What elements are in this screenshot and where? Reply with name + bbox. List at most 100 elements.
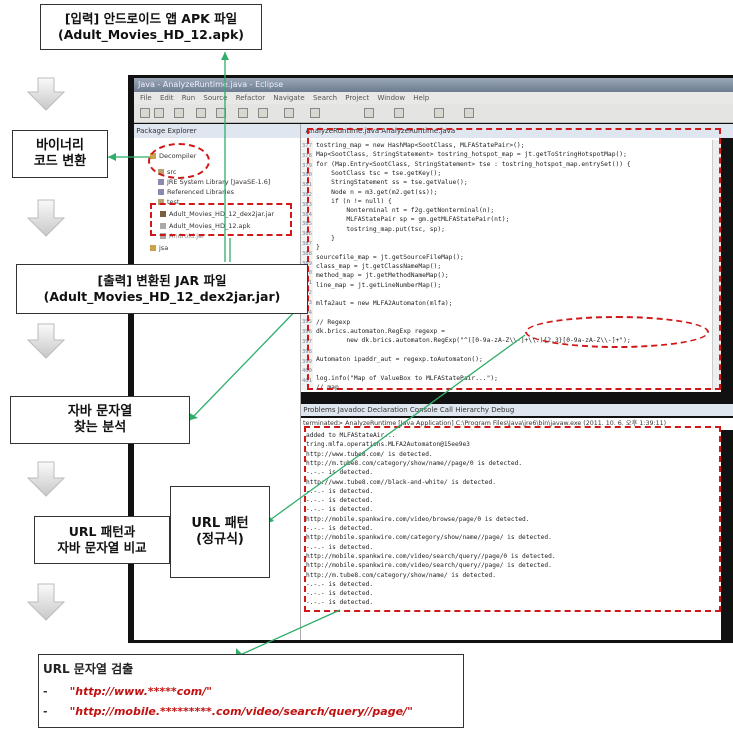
input-box-line2: (Adult_Movies_HD_12.apk) xyxy=(57,27,244,42)
library-icon xyxy=(158,179,164,185)
input-apk-box: [입력] 안드로이드 앱 APK 파일 (Adult_Movies_HD_12.… xyxy=(40,4,262,50)
tree-test: test xyxy=(158,198,179,206)
code-line: Map<SootClass, StringStatement> tostring… xyxy=(316,151,627,159)
tree-dex2jar-jar: Adult_Movies_HD_12_dex2jar.jar xyxy=(160,210,274,218)
jar-apk-highlight xyxy=(150,203,292,236)
menu-refactor: Refactor xyxy=(235,94,266,102)
folder-icon xyxy=(158,199,164,205)
analysis-box-line2: 찾는 분석 xyxy=(73,420,127,435)
project-icon xyxy=(150,245,156,251)
code-line: mlfa2aut = new MLFA2Automaton(mlfa); xyxy=(316,300,453,308)
run-icon xyxy=(238,108,248,118)
url-pattern-box: URL 패턴 (정규식) xyxy=(170,486,270,578)
string-analysis-box: 자바 문자열 찾는 분석 xyxy=(10,396,190,444)
menu-edit: Edit xyxy=(159,94,174,102)
compare-box-line1: URL 패턴과 xyxy=(68,524,136,540)
line-number: 386 xyxy=(302,231,312,238)
tools-icon xyxy=(258,108,268,118)
pattern-box-line2: (정규식) xyxy=(196,532,244,547)
connector-detect xyxy=(239,609,341,656)
search-icon xyxy=(284,108,294,118)
line-number: 396 xyxy=(302,329,312,336)
code-line: class_map = jt.getClassNameMap(); xyxy=(316,262,442,270)
url-detection-box: URL 문자열 검출 -"http://www.*****com/" -"htt… xyxy=(38,654,464,728)
console-line: tring.mlfa.operations.MLFA2Automaton@15e… xyxy=(306,441,470,449)
line-number: 397 xyxy=(302,339,312,345)
down-arrow-3 xyxy=(26,323,66,359)
ide-title-bar: Java - AnalyzeRuntime.java - Eclipse xyxy=(134,78,733,92)
console-line: -.-.- is detected. xyxy=(306,580,374,588)
console-line: http://mobile.spankwire.com/video/search… xyxy=(306,562,552,570)
code-line: } xyxy=(316,235,335,242)
save-icon xyxy=(154,108,164,118)
package-explorer-tab: Package Explorer xyxy=(134,124,300,138)
editor-scrollbar xyxy=(712,140,721,390)
line-number: 385 xyxy=(302,221,312,228)
binary-box-line1: 바이너리 xyxy=(36,137,84,153)
decompiler-highlight xyxy=(148,143,210,179)
menu-navigate: Navigate xyxy=(273,94,305,102)
detected-url-2: -"http://mobile.*********.com/video/sear… xyxy=(43,705,413,718)
build-icon xyxy=(196,108,206,118)
code-line: Nonterminal nt = f2g.getNonterminal(n); xyxy=(316,207,495,215)
line-number: 387 xyxy=(302,241,312,247)
print-icon xyxy=(174,108,184,118)
code-line: new dk.brics.automaton.RegExp("^([0-9a-z… xyxy=(316,337,631,345)
console-line: -.-.- is detected. xyxy=(306,506,374,514)
editor-tabs: AnalyzeRuntime.java AnalyzeRuntime.java xyxy=(301,124,733,138)
menu-run: Run xyxy=(181,94,196,102)
down-arrow-2 xyxy=(26,199,66,237)
open-type-icon xyxy=(310,108,320,118)
console-line: -.-.- is detected. xyxy=(306,525,374,532)
line-number: 378 xyxy=(302,152,312,159)
line-number: 388 xyxy=(302,250,312,257)
console-line: -.-.- is detected. xyxy=(306,469,374,477)
menu-project: Project xyxy=(345,94,370,102)
code-highlight xyxy=(307,128,721,390)
forward-icon xyxy=(464,108,474,118)
binary-box-line2: 코드 변환 xyxy=(33,154,87,169)
tree-android-jar: Android.jar xyxy=(160,232,205,240)
compare-box-line2: 자바 문자열 비교 xyxy=(57,540,147,555)
code-line: Node n = m3.get(m2.get(ss)); xyxy=(316,188,438,196)
console-line: -.-.- is detected. xyxy=(306,487,374,495)
code-line: // Regexp xyxy=(316,318,351,326)
code-line: tostring_map = new HashMap<SootClass, ML… xyxy=(316,142,525,149)
down-arrow-5 xyxy=(26,583,66,621)
annotation-icon xyxy=(364,108,374,118)
connector-pattern xyxy=(269,334,526,521)
library-icon xyxy=(158,189,164,195)
line-number: 382 xyxy=(302,192,312,198)
menu-source: Source xyxy=(203,94,228,102)
line-number: 384 xyxy=(302,211,312,218)
detected-url-1: -"http://www.*****com/" xyxy=(43,685,212,698)
line-number: 401 xyxy=(302,378,312,385)
next-icon xyxy=(394,108,404,118)
pattern-box-line1: URL 패턴 xyxy=(191,515,249,531)
console-line: http://mobile.spankwire.com/category/sho… xyxy=(306,534,552,542)
console-line: added to MLFAStateAir... xyxy=(306,432,396,439)
url-compare-box: URL 패턴과 자바 문자열 비교 xyxy=(34,516,170,564)
console-line: http://mobile.spankwire.com/video/search… xyxy=(306,552,556,560)
line-number: 377 xyxy=(302,143,312,149)
jar-icon xyxy=(160,211,166,217)
new-icon xyxy=(140,108,150,118)
line-number: 398 xyxy=(302,348,312,355)
detection-title: URL 문자열 검출 xyxy=(43,662,134,676)
output-jar-box: [출력] 변환된 JAR 파일 (Adult_Movies_HD_12_dex2… xyxy=(16,264,308,314)
code-line: MLFAStatePair sp = gm.getMLFAStatePair(n… xyxy=(316,216,510,224)
line-number: 400 xyxy=(302,368,312,375)
line-number: 380 xyxy=(302,172,312,179)
console-output xyxy=(301,430,721,640)
code-line: SootClass tsc = tse.getKey(); xyxy=(316,169,442,177)
connector-analysis xyxy=(189,299,307,421)
binary-convert-box: 바이너리 코드 변환 xyxy=(12,130,108,178)
console-line: http://m.tube8.com/category/show/name//p… xyxy=(306,459,523,467)
code-editor xyxy=(301,124,721,392)
code-line: sourcefile_map = jt.getSourceFileMap(); xyxy=(316,253,464,261)
tree-jre: JRE System Library [JavaSE-1.6] xyxy=(158,178,270,186)
code-line: } xyxy=(316,244,320,252)
line-number: 395 xyxy=(302,319,312,326)
console-line: -.-.- is detected. xyxy=(306,590,374,598)
